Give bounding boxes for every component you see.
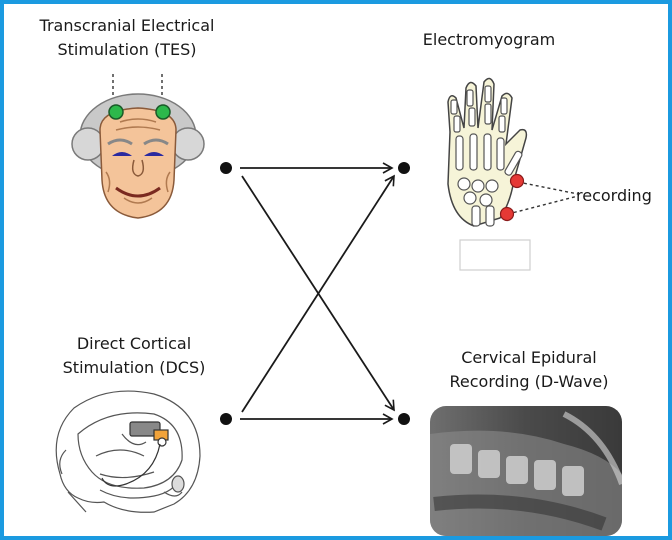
- dwave-input-node: [398, 413, 410, 425]
- dcs-output-node: [220, 413, 232, 425]
- tes-output-node: [220, 162, 232, 174]
- tes-electrode-left: [109, 105, 123, 119]
- dwave-xray-image: [430, 406, 622, 536]
- emg-wrist-band: [460, 240, 530, 270]
- dcs-brain-illustration: [56, 391, 200, 512]
- tes-electrode-right: [156, 105, 170, 119]
- emg-recording-electrode-upper: [511, 175, 524, 188]
- emg-hand-illustration: [448, 78, 578, 270]
- emg-recording-electrode-lower: [501, 208, 514, 221]
- diagram-canvas: [4, 4, 668, 536]
- tes-head-illustration: [72, 74, 204, 218]
- emg-input-node: [398, 162, 410, 174]
